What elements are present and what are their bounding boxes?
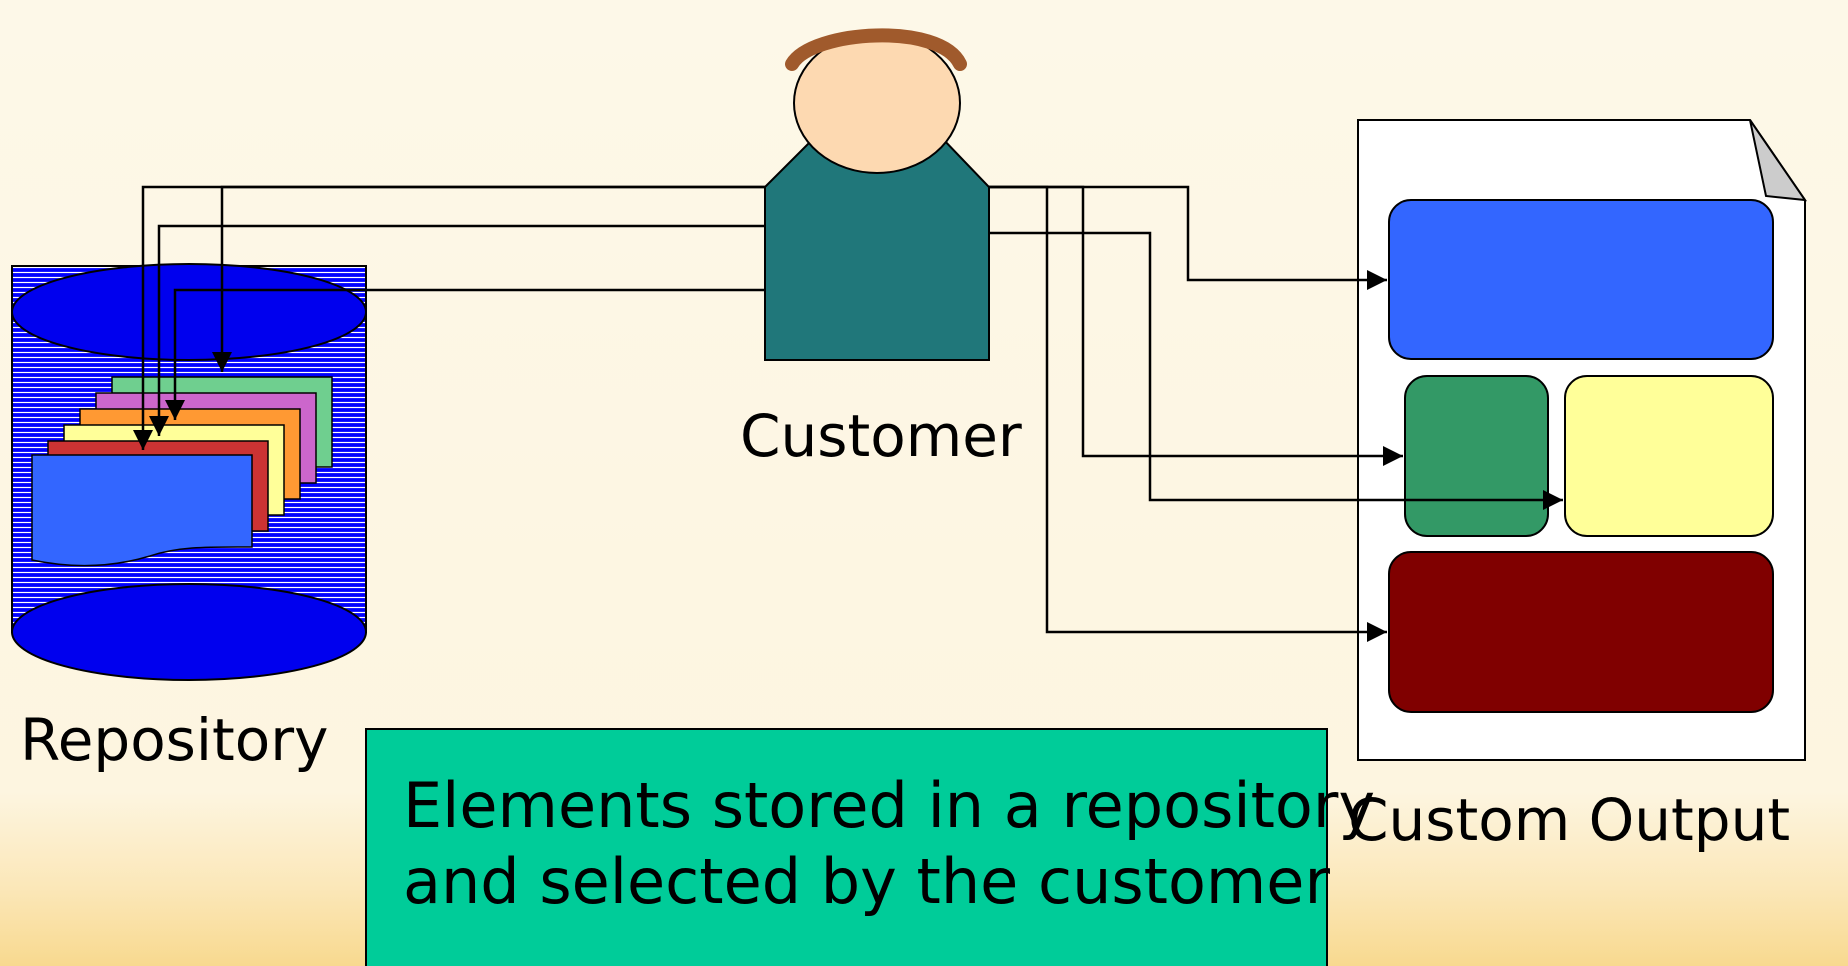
note-box [365,728,1328,966]
note-line-2: and selected by the customer [403,845,1330,918]
custom-output-label: Custom Output [1348,786,1790,854]
customer-person-icon [764,28,990,361]
repository-label: Repository [20,706,328,774]
selection-connectors-right [989,185,1563,642]
output-block-green [1404,375,1549,537]
output-block-yellow [1564,375,1774,537]
document-stack-icon [31,376,333,567]
output-block-darkred [1388,551,1774,713]
customer-label: Customer [740,402,1022,470]
selection-connectors-left [133,185,765,450]
output-block-blue [1388,199,1774,360]
custom-output-document-icon [1357,119,1808,761]
note-line-1: Elements stored in a repository [403,769,1375,842]
